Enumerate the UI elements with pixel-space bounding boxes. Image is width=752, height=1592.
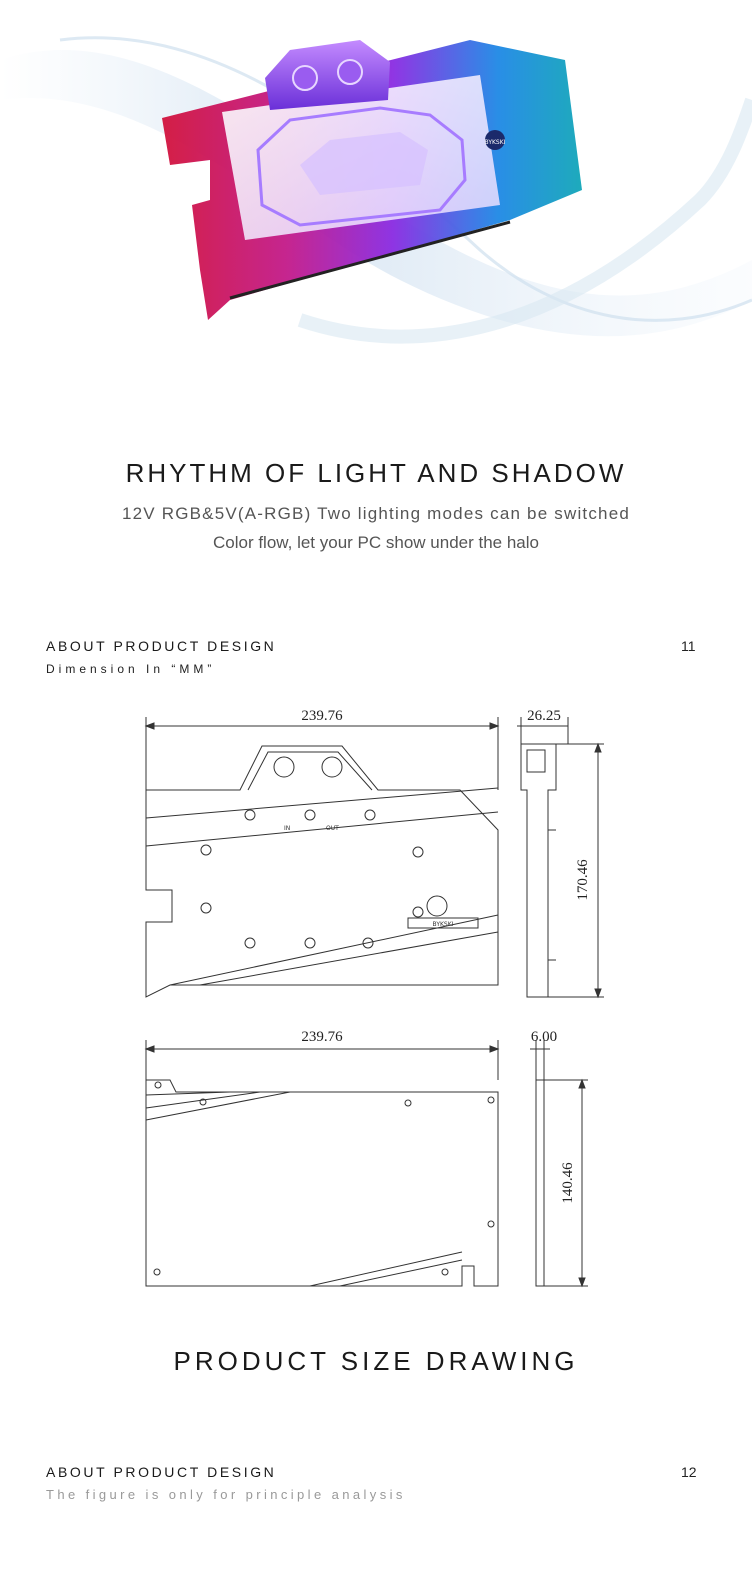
- product-hero-image: BYKSKI: [0, 36, 752, 344]
- back-view-outline: [144, 1040, 500, 1287]
- out-label: OUT: [326, 825, 339, 832]
- side-view-outline: [517, 717, 604, 999]
- top-width-dimension: [144, 717, 500, 790]
- hero-brand-logo: BYKSKI: [485, 139, 506, 146]
- page-number: 11: [681, 638, 696, 654]
- back-side-view-outline: [530, 1040, 588, 1288]
- model-label: BYKSKI: [433, 921, 454, 928]
- product-size-title: PRODUCT SIZE DRAWING: [173, 1346, 579, 1376]
- rhythm-title: RHYTHM OF LIGHT AND SHADOW: [125, 458, 627, 488]
- section-title: ABOUT PRODUCT DESIGN: [46, 638, 277, 654]
- rhythm-subtitle-line2: Color flow, let your PC show under the h…: [212, 533, 539, 552]
- side-height-label: 170.46: [575, 859, 591, 901]
- section-subtitle-2: The figure is only for principle analysi…: [46, 1487, 406, 1502]
- back-height-label: 140.46: [560, 1162, 576, 1204]
- back-width-label: 239.76: [301, 1029, 343, 1045]
- section-subtitle: Dimension In “MM”: [46, 662, 216, 676]
- water-block-body: BYKSKI: [162, 40, 582, 320]
- front-view-outline: [145, 745, 499, 998]
- dimension-drawing: 239.76 26.25 170.46 IN OUT BYKSKI 239.76…: [144, 708, 604, 1288]
- rhythm-subtitle-line1: 12V RGB&5V(A-RGB) Two lighting modes can…: [121, 504, 631, 523]
- page-number-2: 12: [681, 1464, 697, 1480]
- side-thickness-label: 26.25: [527, 708, 561, 724]
- back-thickness-label: 6.00: [531, 1029, 557, 1045]
- section-title-2: ABOUT PRODUCT DESIGN: [46, 1464, 277, 1480]
- top-width-label: 239.76: [301, 708, 343, 724]
- in-label: IN: [284, 825, 290, 832]
